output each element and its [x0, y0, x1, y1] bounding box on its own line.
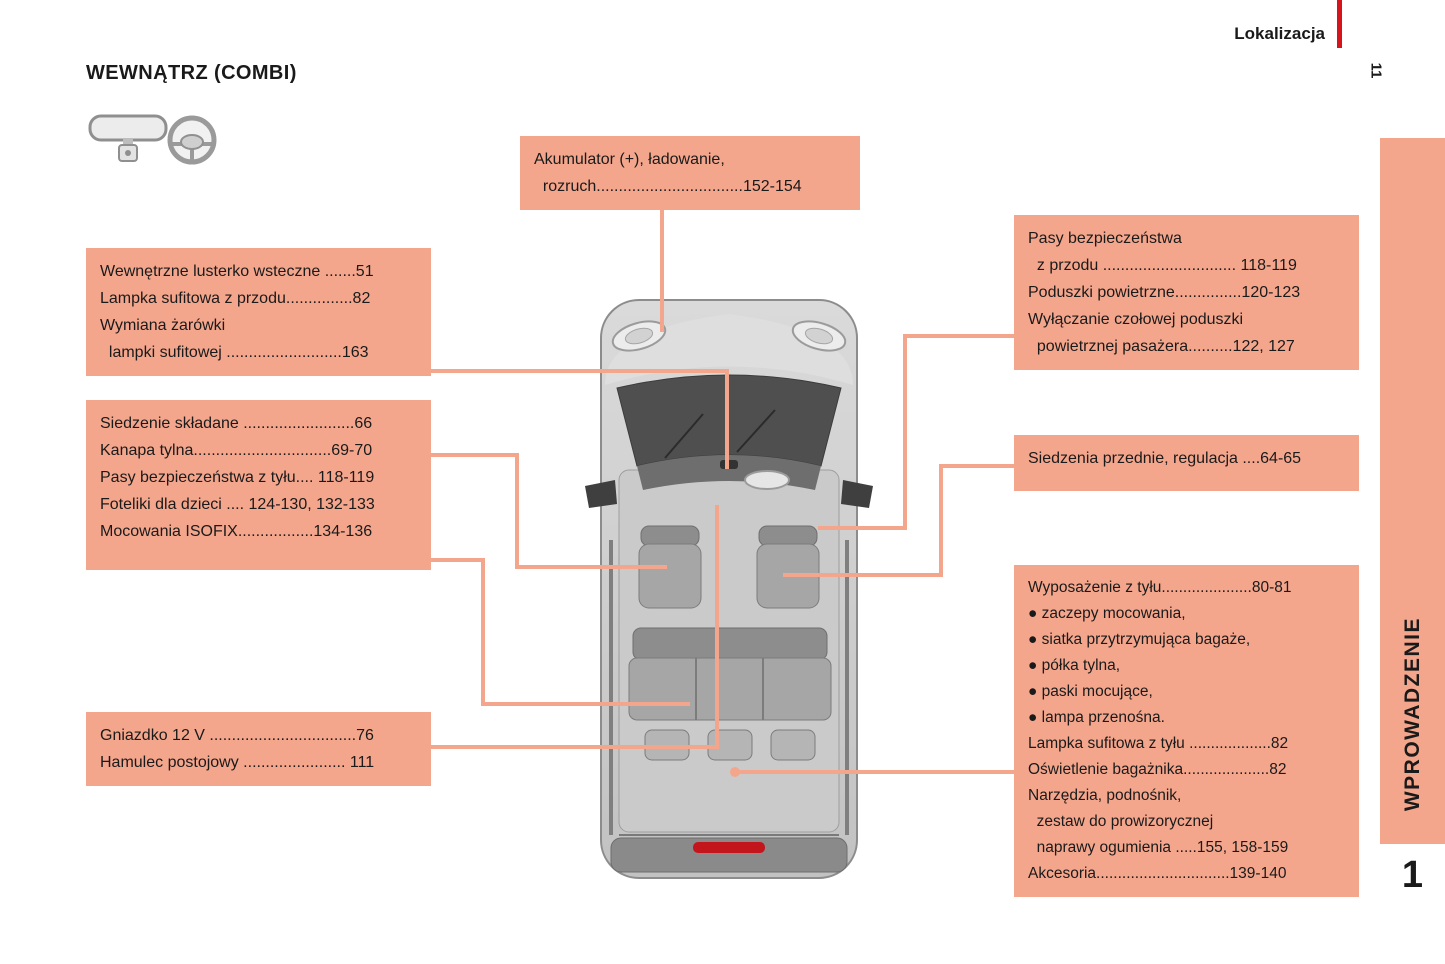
callout-line: Pasy bezpieczeństwa: [1028, 230, 1182, 247]
interior-pictogram: [88, 114, 217, 165]
callout-line: Wyposażenie z tyłu.....................8…: [1028, 579, 1292, 596]
callout-line: Lampka sufitowa z tyłu .................…: [1028, 735, 1289, 752]
callout-line: naprawy ogumienia .....155, 158-159: [1028, 839, 1289, 856]
callout-line: Wyłączanie czołowej poduszki: [1028, 311, 1244, 328]
rear-bumper: [610, 837, 848, 873]
side-mirror-right: [841, 480, 873, 508]
callout-line: Akumulator (+), ładowanie,: [534, 151, 725, 168]
callout-line: Foteliki dla dzieci .... 124-130, 132-13…: [100, 496, 375, 513]
chapter-number-box: 1: [1380, 844, 1445, 906]
callout-line: ● półka tylna,: [1028, 657, 1121, 674]
section-header: Lokalizacja: [1234, 24, 1325, 43]
callout-line: rozruch.................................…: [534, 178, 802, 195]
callout-line: ● lampa przenośna.: [1028, 709, 1165, 726]
callout-front-seats: Siedzenia przednie, regulacja ....64-65: [1014, 435, 1359, 491]
van-hood: [605, 314, 853, 385]
callout-line: Siedzenie składane .....................…: [100, 415, 373, 432]
van-top-view-diagram: [585, 299, 873, 879]
callout-line: Lampka sufitowa z przodu...............8…: [100, 290, 371, 307]
chapter-tab-label-wrap: WPROWADZENIE: [1380, 138, 1445, 811]
header-red-bar: [1337, 0, 1342, 48]
callout-line: z przodu .............................. …: [1028, 257, 1297, 274]
chapter-sidebar: WPROWADZENIE 1: [1380, 138, 1445, 906]
callout-line: Poduszki powietrzne...............120-12…: [1028, 284, 1301, 301]
wiper-right: [736, 409, 776, 453]
callout-rear-equipment: Wyposażenie z tyłu.....................8…: [1014, 565, 1359, 897]
callout-battery: Akumulator (+), ładowanie, rozruch......…: [520, 136, 860, 210]
callout-line: Wewnętrzne lusterko wsteczne .......51: [100, 263, 374, 280]
front-seat-left: [638, 525, 702, 609]
callout-line: ● zaczepy mocowania,: [1028, 605, 1186, 622]
windshield: [616, 374, 842, 467]
callout-power-socket: Gniazdko 12 V ..........................…: [86, 712, 431, 786]
callout-line: ● paski mocujące,: [1028, 683, 1153, 700]
callout-line: Oświetlenie bagażnika...................…: [1028, 761, 1287, 778]
interior-mirror: [720, 460, 738, 469]
callout-line: zestaw do prowizorycznej: [1028, 813, 1214, 830]
page-number: 11: [1367, 62, 1385, 79]
rear-bench: [628, 627, 832, 721]
chapter-number: 1: [1401, 853, 1424, 896]
brake-light: [693, 842, 765, 853]
callout-front-ceiling: Wewnętrzne lusterko wsteczne .......51 L…: [86, 248, 431, 376]
page-title: WEWNĄTRZ (COMBI): [86, 62, 297, 84]
callout-line: Akcesoria...............................…: [1028, 865, 1287, 882]
side-mirror-left: [585, 480, 617, 508]
callout-line: Wymiana żarówki: [100, 317, 226, 334]
steering-wheel-icon: [167, 115, 217, 165]
callout-front-safety: Pasy bezpieczeństwa z przodu ...........…: [1014, 215, 1359, 370]
callout-line: Pasy bezpieczeństwa z tyłu.... 118-119: [100, 469, 375, 486]
callout-line: powietrznej pasażera..........122, 127: [1028, 338, 1295, 355]
front-seat-right: [756, 525, 820, 609]
chapter-tab-label: WPROWADZENIE: [1400, 616, 1424, 811]
callout-line: ● siatka przytrzymująca bagaże,: [1028, 631, 1251, 648]
dome-lamp: [744, 470, 790, 490]
callout-folding-seats: Siedzenie składane .....................…: [86, 400, 431, 570]
callout-line: Hamulec postojowy ......................…: [100, 754, 375, 771]
callout-line: lampki sufitowej .......................…: [100, 344, 369, 361]
rear-view-mirror-icon: [88, 114, 168, 162]
callout-line: Mocowania ISOFIX.................134-136: [100, 523, 373, 540]
callout-line: Siedzenia przednie, regulacja ....64-65: [1028, 450, 1302, 467]
callout-line: Gniazdko 12 V ..........................…: [100, 727, 374, 744]
rear-headrests: [644, 729, 816, 761]
callout-line: Narzędzia, podnośnik,: [1028, 787, 1182, 804]
callout-line: Kanapa tylna............................…: [100, 442, 373, 459]
